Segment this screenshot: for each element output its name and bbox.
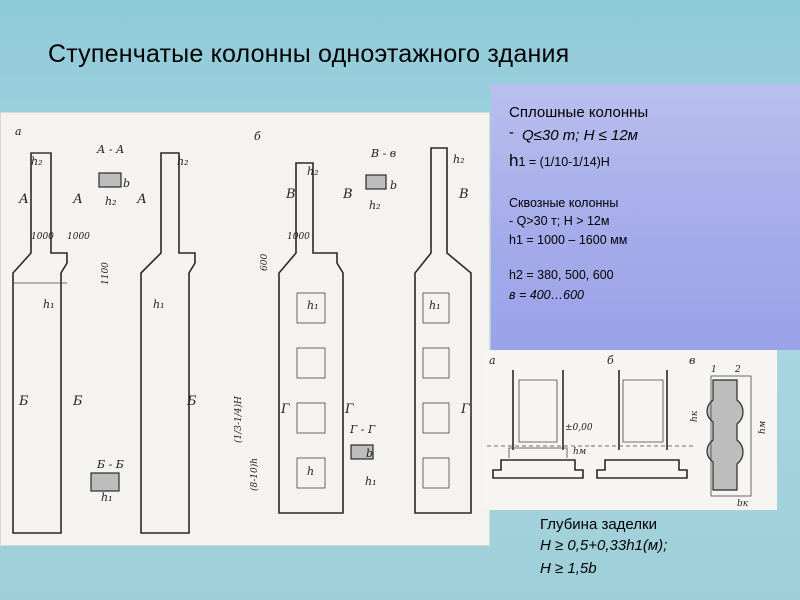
lattice-columns-spec: - Q>30 т; H > 12м (509, 214, 610, 228)
foundation-drawing: а б в ±0,00 hм 1 2 hк hм bк (483, 350, 777, 510)
mark-g-col2: Г (460, 402, 470, 417)
solid-h1-rest: 1 = (1/10-1/14)H (518, 155, 610, 169)
slide-title: Ступенчатые колонны одноэтажного здания (48, 40, 570, 68)
foundation-label-b: б (607, 354, 614, 367)
lattice-column-2 (414, 147, 472, 514)
lattice-columns-h2: h2 = 380, 500, 600 (509, 268, 614, 282)
columns-drawing: а б А - А Б - Б В - в Г - Г А А А Б Б Б … (0, 112, 490, 546)
dim-h1-col1: h₁ (43, 298, 55, 311)
solid-spec-text: Q≤30 т; H ≤ 12м (522, 127, 638, 144)
mark-b-left: Б (18, 394, 29, 409)
solid-h1-symbol: h (509, 151, 519, 170)
dim-h1-gg: h₁ (365, 475, 377, 488)
dim-h1-lat1: h₁ (307, 299, 319, 312)
mark-v-right: В (342, 187, 353, 202)
dim-h2-lat1: h₂ (307, 165, 319, 178)
dim-h-lat1: h (307, 465, 314, 478)
section-vv-label: В - в (370, 147, 396, 160)
mark-a-right: А (72, 192, 83, 207)
mark-v-left: В (285, 187, 296, 202)
section-aa-shape (98, 172, 122, 188)
dim-hk: hк (690, 410, 700, 422)
foundation-label-a: а (489, 354, 496, 367)
dim-h2-col1: h₂ (31, 155, 43, 168)
label-a: а (15, 125, 22, 138)
section-bb-shape (90, 472, 120, 492)
section-aa-label: А - А (96, 143, 124, 156)
dim-h2-vv: h₂ (369, 199, 381, 212)
dim-b-aa: b (123, 177, 130, 190)
dim-h2-lat2: h₂ (453, 153, 465, 166)
dim-one: 1 (711, 365, 717, 375)
bullet-dash: - (509, 124, 514, 141)
dim-h2-section: h₂ (105, 195, 117, 208)
section-vv-shape (365, 174, 387, 190)
dim-8-10h: (8-10)h (249, 458, 260, 491)
dim-two: 2 (734, 365, 741, 375)
mark-a-col2: А (136, 192, 147, 207)
dim-h2-col2: h₂ (177, 155, 189, 168)
dim-1100: 1100 (101, 262, 111, 285)
info-panel (491, 84, 800, 350)
dim-1000-lat: 1000 (287, 232, 310, 242)
dim-600: 600 (260, 254, 270, 271)
mark-b-right: Б (72, 394, 83, 409)
dim-1000-left: 1000 (31, 232, 54, 242)
solid-columns-spec: -Q≤30 т; H ≤ 12м (509, 124, 638, 144)
dim-bk: bк (737, 499, 749, 509)
mark-a-left: А (18, 192, 29, 207)
mark-000: ±0,00 (565, 423, 593, 433)
dim-third-h: (1/3-1/4)H (233, 396, 244, 443)
mark-b-col2: Б (186, 394, 197, 409)
section-bb-label: Б - Б (96, 458, 124, 471)
dim-hm-v: hм (758, 421, 768, 434)
foundation-label-v: в (689, 354, 695, 367)
dim-b-vv: b (390, 179, 397, 192)
solid-columns-h1: h1 = (1/10-1/14)H (509, 151, 610, 171)
foundation-v (706, 375, 752, 497)
dim-hm: hм (573, 447, 586, 457)
lattice-columns-h1: h1 = 1000 – 1600 мм (509, 233, 628, 247)
embedment-formula-1: H ≥ 0,5+0,33h1(м); (540, 537, 668, 554)
dim-h1-section: h₁ (101, 491, 113, 504)
dim-1000-right: 1000 (67, 232, 90, 242)
embedment-title: Глубина заделки (540, 516, 657, 533)
lattice-columns-title: Сквозные колонны (509, 196, 619, 210)
label-b: б (254, 130, 261, 143)
mark-v-col2: В (458, 187, 469, 202)
solid-column-2 (140, 152, 196, 534)
dim-h1-col2: h₁ (153, 298, 165, 311)
foundation-b (591, 370, 695, 479)
embedment-formula-2: H ≥ 1,5b (540, 560, 597, 577)
lattice-column-1 (278, 162, 344, 514)
mark-g-right: Г (344, 402, 354, 417)
solid-column-1 (12, 152, 68, 534)
section-gg-shape (350, 444, 374, 460)
mark-g-left: Г (280, 402, 290, 417)
dim-h1-lat2: h₁ (429, 299, 441, 312)
lattice-columns-b: в = 400…600 (509, 288, 584, 302)
dim-b-gg: b (366, 447, 373, 460)
solid-columns-title: Сплошные колонны (509, 104, 649, 121)
section-gg-label: Г - Г (349, 423, 376, 436)
foundation-a (487, 370, 593, 479)
